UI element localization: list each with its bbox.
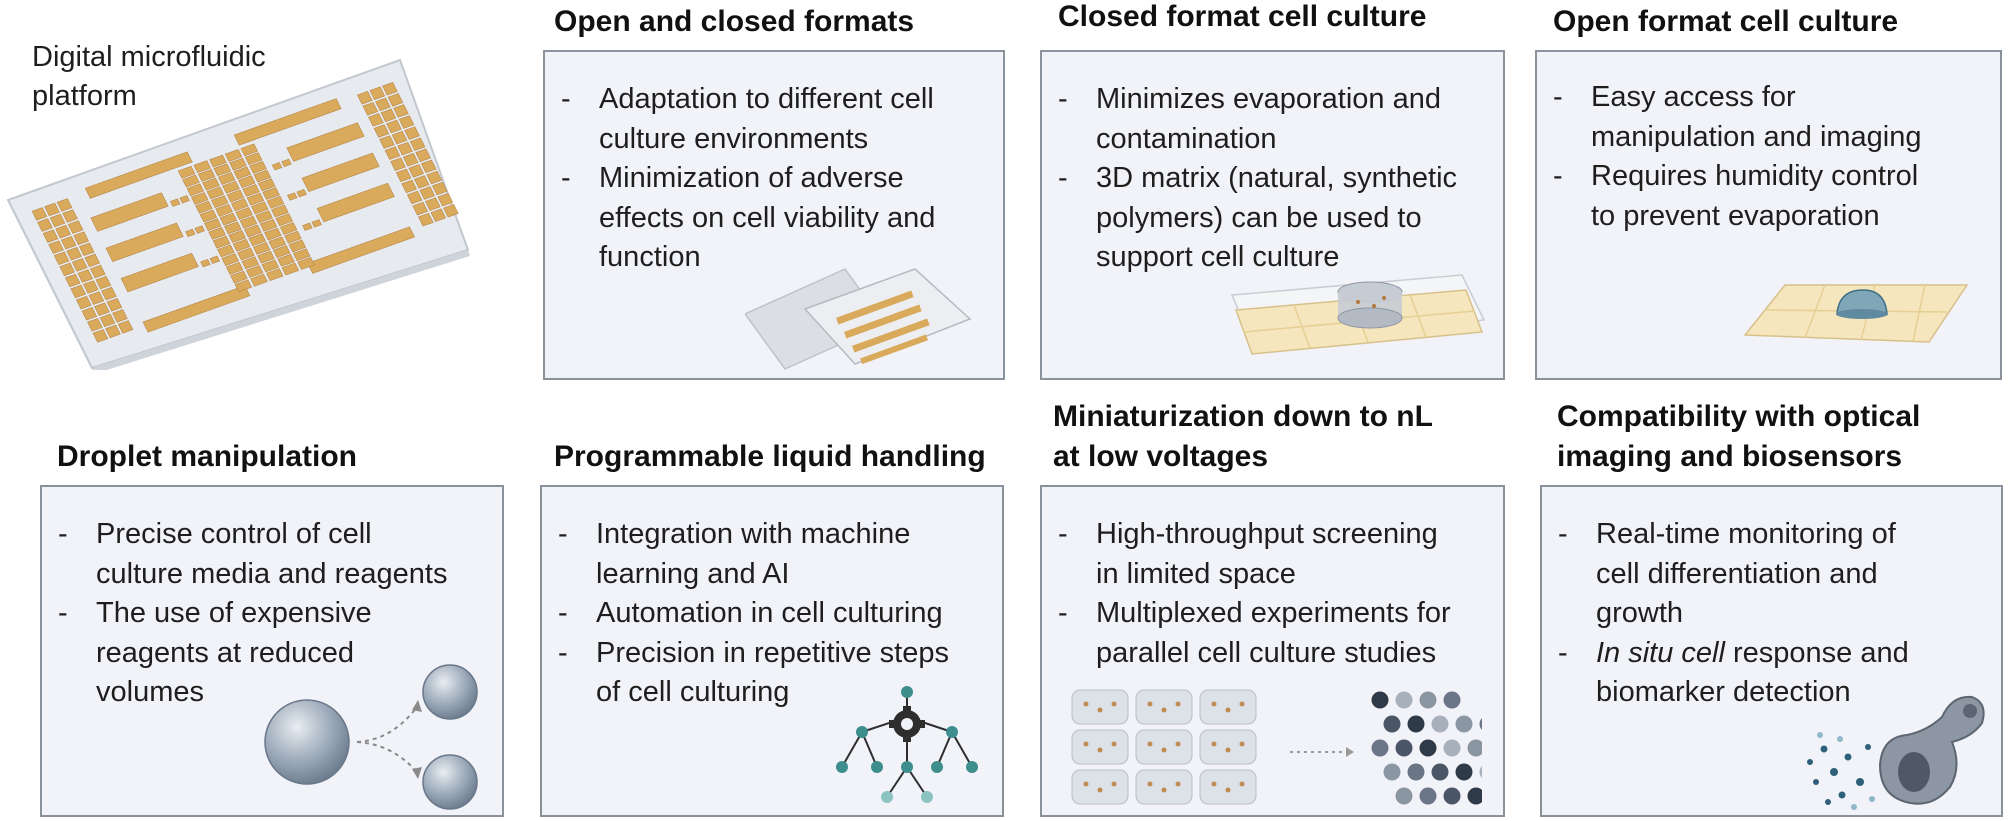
platform-label: Digital microfluidic platform bbox=[32, 38, 266, 116]
closed-format-chip-icon bbox=[1230, 274, 1486, 355]
automation-network-icon bbox=[836, 686, 978, 803]
panel-title-closed-format: Closed format cell culture bbox=[1058, 0, 1427, 33]
digital-microfluidic-chip-illustration bbox=[6, 58, 470, 370]
small-droplet-icon bbox=[422, 664, 478, 720]
platform-label-line-2: platform bbox=[32, 80, 137, 112]
multiplexed-dot-array bbox=[1371, 691, 1482, 805]
open-format-chip-icon bbox=[1743, 284, 1969, 343]
panel-title-droplet-manipulation: Droplet manipulation bbox=[57, 440, 357, 473]
panel-title-open-format: Open format cell culture bbox=[1553, 5, 1899, 38]
gear-icon bbox=[889, 706, 925, 742]
multiplexed-wells-icon bbox=[1071, 689, 1482, 805]
panel-title-programmable-liquid-handling: Programmable liquid handling bbox=[554, 440, 986, 473]
panel-title-open-closed-formats: Open and closed formats bbox=[554, 5, 915, 38]
cell-biosensor-icon bbox=[1807, 695, 1985, 810]
well-array bbox=[1071, 689, 1257, 805]
bullet-item: Automation in cell culturing bbox=[558, 594, 992, 634]
electrode-array bbox=[31, 82, 459, 343]
platform-label-line-1: Digital microfluidic bbox=[32, 41, 266, 73]
large-droplet-icon bbox=[264, 699, 350, 785]
small-droplet-icon bbox=[422, 754, 478, 810]
droplet-split-icon bbox=[264, 664, 478, 810]
open-closed-chip-icon bbox=[745, 268, 972, 370]
